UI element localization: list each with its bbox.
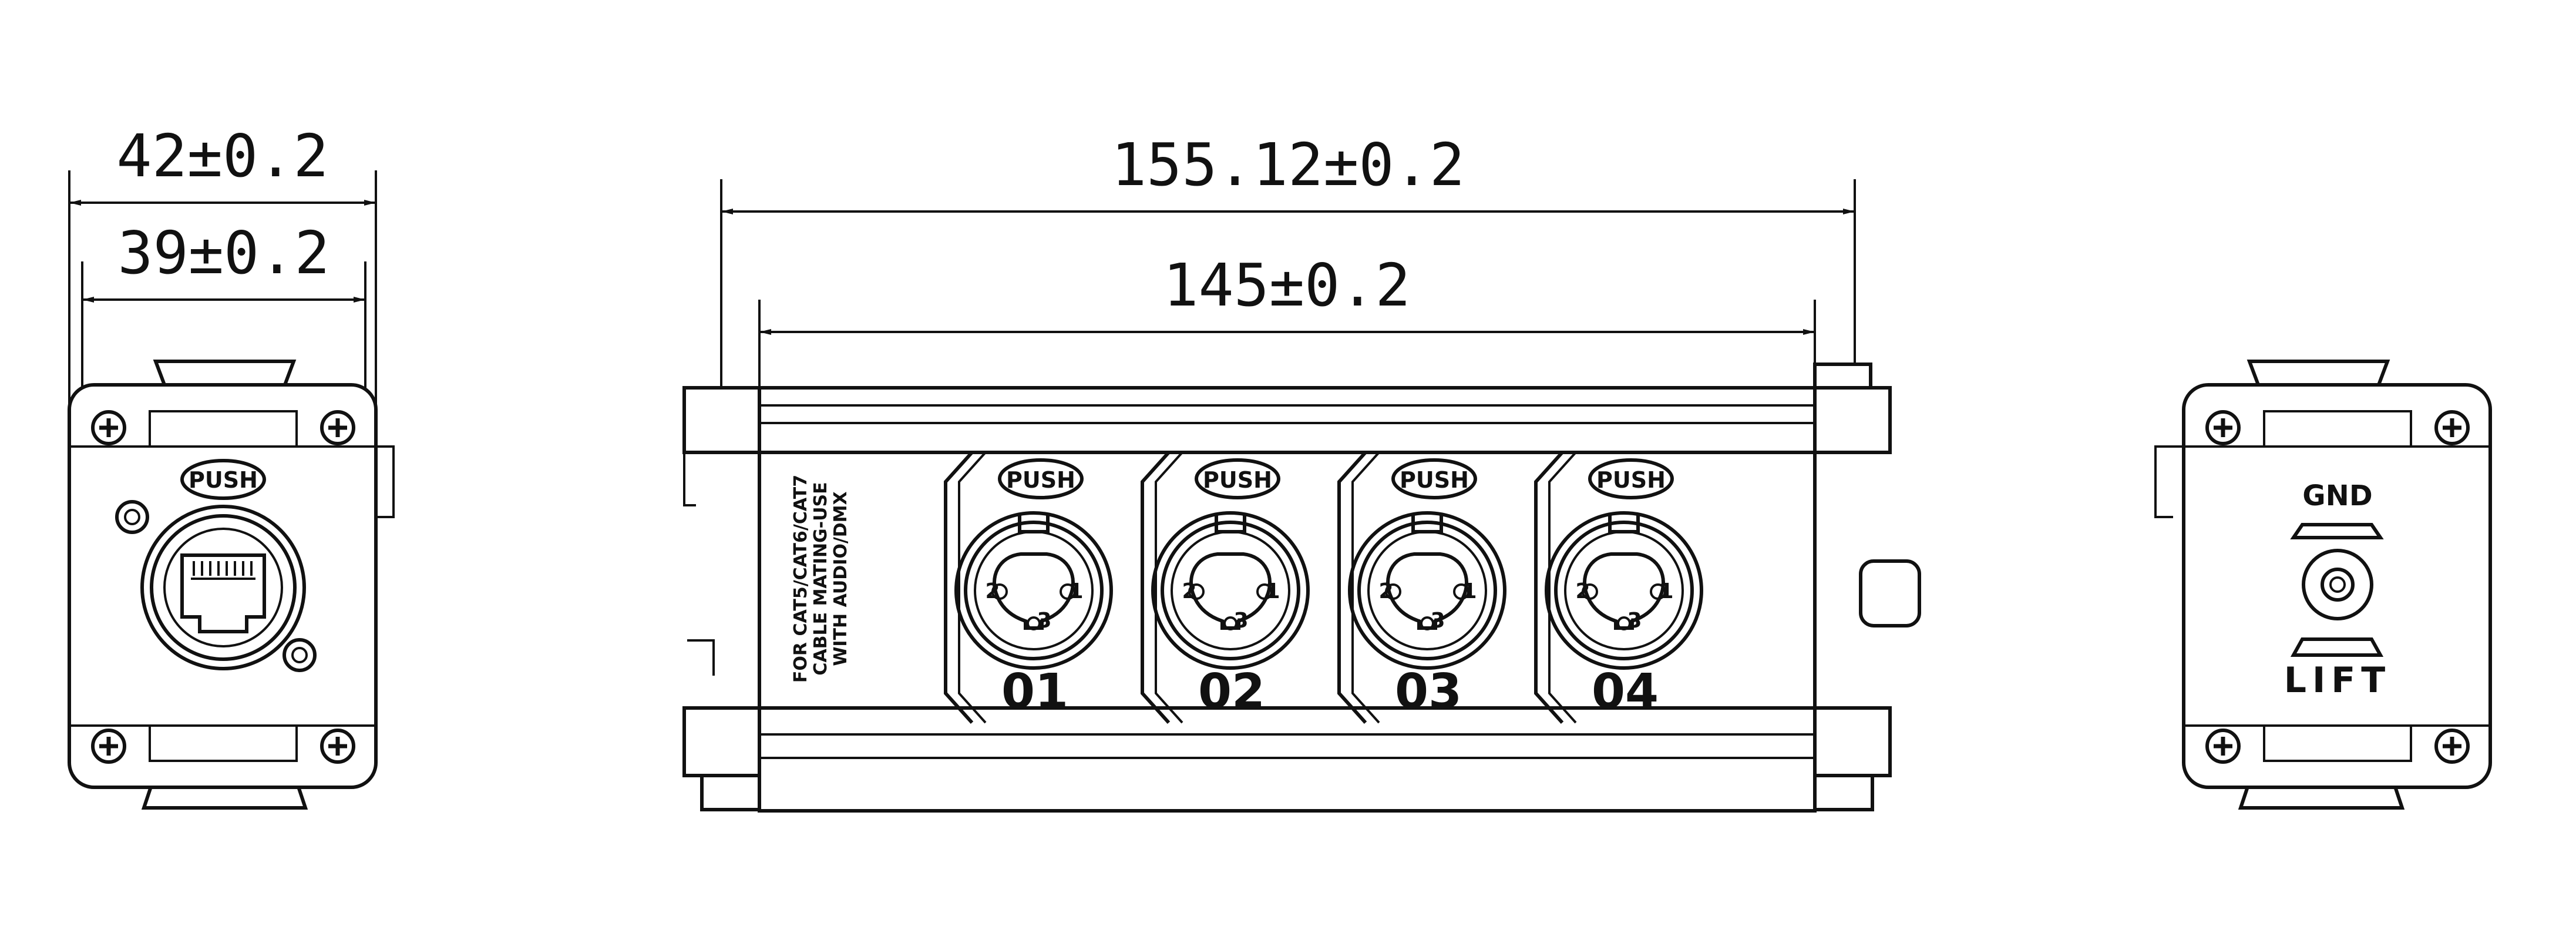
end-cap-left-top — [682, 386, 761, 454]
channel-number: 04 — [1592, 664, 1659, 720]
dim-left-inner: 39±0.2 — [117, 219, 329, 287]
push-label: PUSH — [189, 467, 258, 493]
pin-label: 1 — [1068, 579, 1083, 603]
end-cap-right-top — [1813, 386, 1892, 454]
pin-label: 2 — [1575, 579, 1590, 603]
push-label: PUSH — [1400, 467, 1469, 493]
pin-label: 2 — [1182, 579, 1196, 603]
front-body — [758, 386, 1817, 813]
pin-label: 3 — [1233, 609, 1248, 633]
lift-label: LIFT — [2284, 660, 2391, 701]
screw-icon — [2436, 412, 2468, 444]
push-oval — [998, 458, 1084, 499]
pin-label: 2 — [985, 579, 1000, 603]
gnd-label: GND — [2302, 479, 2372, 512]
push-oval — [1588, 458, 1674, 499]
dim-front-outer: 155.12±0.2 — [1111, 130, 1465, 199]
right-view: GND LIFT — [2154, 360, 2492, 810]
left-body — [68, 383, 378, 789]
ethernet-port-icon — [180, 553, 266, 633]
mount-hole — [115, 500, 149, 534]
push-oval — [1195, 458, 1280, 499]
end-cap-right-bottom — [1813, 706, 1892, 777]
screw-icon — [93, 730, 125, 762]
channel-02: PUSH 2 1 3 02 — [1141, 451, 1308, 724]
channel-number: 03 — [1395, 664, 1462, 720]
channel-number: 01 — [1001, 664, 1068, 720]
rj45-pins — [193, 561, 253, 576]
channel-03: PUSH 2 1 3 03 — [1337, 451, 1505, 724]
top-tab — [2247, 360, 2390, 387]
screw-icon — [2207, 412, 2239, 444]
push-oval — [180, 459, 266, 500]
side-text-line-3: WITH AUDIO/DMX — [830, 491, 851, 666]
side-text-line-1: FOR CAT5/CAT6/CAT7 — [791, 475, 811, 683]
push-label: PUSH — [1203, 467, 1272, 493]
front-view: 155.12±0.2 145±0.2 FOR CAT5/CAT6/CAT7 CA… — [682, 130, 1921, 813]
pin-label: 2 — [1378, 579, 1393, 603]
dim-front-inner: 145±0.2 — [1163, 251, 1410, 320]
channel-01: PUSH 2 1 3 01 — [944, 451, 1111, 724]
screw-icon — [2207, 730, 2239, 762]
mount-hole — [283, 638, 317, 672]
screw-icon — [93, 412, 125, 444]
ground-lift-switch — [2302, 549, 2373, 620]
side-bracket — [365, 445, 395, 518]
left-view: 42±0.2 39±0.2 PUSH — [68, 122, 395, 810]
pin-label: 3 — [1627, 609, 1642, 633]
push-label: PUSH — [1006, 467, 1075, 493]
screw-icon — [322, 730, 354, 762]
top-tab — [153, 360, 297, 387]
push-oval — [1391, 458, 1477, 499]
channel-04: PUSH 2 1 3 04 — [1534, 451, 1701, 724]
screw-icon — [322, 412, 354, 444]
pin-label: 3 — [1430, 609, 1445, 633]
channel-number: 02 — [1198, 664, 1265, 720]
pin-label: 1 — [1462, 579, 1477, 603]
push-label: PUSH — [1596, 467, 1666, 493]
right-body — [2182, 383, 2492, 789]
pin-label: 3 — [1037, 609, 1051, 633]
dim-left-outer: 42±0.2 — [116, 122, 328, 190]
pin-label: 1 — [1265, 579, 1280, 603]
side-text: FOR CAT5/CAT6/CAT7 CABLE MATING-USE WITH… — [791, 475, 851, 683]
side-bracket — [2154, 445, 2184, 518]
pin-label: 1 — [1659, 579, 1673, 603]
side-knob — [1859, 559, 1921, 627]
rj45-outer-ring — [140, 505, 306, 670]
side-text-line-2: CABLE MATING-USE — [811, 482, 831, 675]
screw-icon — [2436, 730, 2468, 762]
end-cap-left-bottom — [682, 706, 761, 777]
